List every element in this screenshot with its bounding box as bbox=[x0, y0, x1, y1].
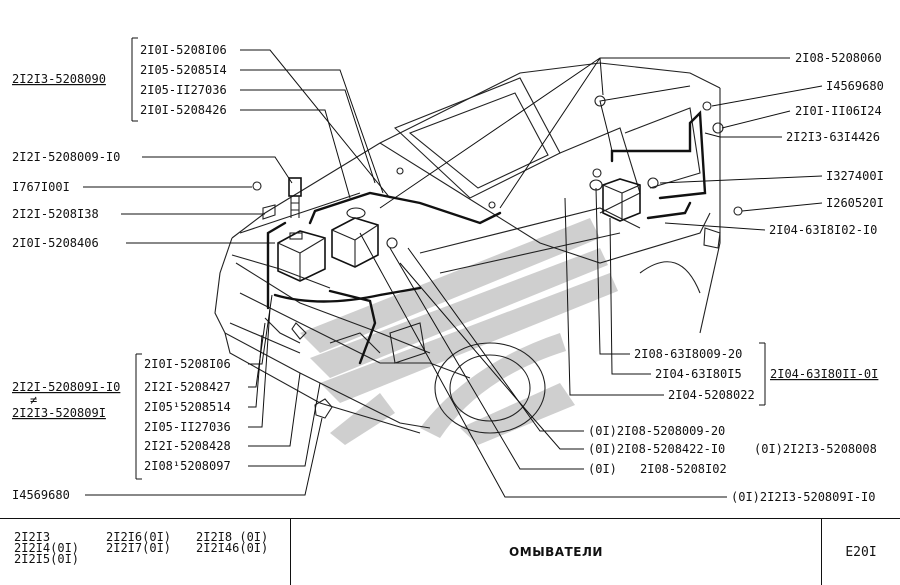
part-label: 2I0I-II06I24 bbox=[795, 104, 882, 118]
part-label: 2I0I-5208406 bbox=[12, 236, 99, 250]
part-label: 2I04-5208022 bbox=[668, 388, 755, 402]
small-parts bbox=[252, 95, 743, 419]
part-label: 2I2I-5208427 bbox=[144, 380, 231, 394]
assembly-ref-label: (0I)2I2I3-5208008 bbox=[754, 442, 877, 456]
leader-lines bbox=[83, 37, 823, 498]
right-labels: 2I08-5208060 I4569680 2I0I-II06I24 2I2I3… bbox=[588, 51, 884, 504]
left-labels: 2I0I-5208I06 2I05-52085I4 2I05-II27036 2… bbox=[12, 43, 231, 502]
part-label: 2I0I-5208I06 bbox=[144, 357, 231, 371]
title-block: 2I2I3 2I2I4(0I) 2I2I5(0I) 2I2I6(0I) 2I2I… bbox=[0, 518, 900, 585]
part-label: I767I00I bbox=[12, 180, 70, 194]
part-label: 2I05-52085I4 bbox=[140, 63, 227, 77]
model-code: 2I2I8 (0I) bbox=[196, 530, 269, 544]
part-label: I4569680 bbox=[826, 79, 884, 93]
assembly-ref-label: 2I2I3-5208090 bbox=[12, 72, 106, 86]
model-code: 2I2I7(0I) bbox=[106, 541, 172, 555]
part-label: 2I04-63I80I5 bbox=[655, 367, 742, 381]
page-code-cell: E20I bbox=[822, 519, 900, 585]
part-label: I260520I bbox=[826, 196, 884, 210]
model-code: 2I2I4(0I) bbox=[14, 541, 80, 555]
part-label-prefix: (0I) bbox=[588, 462, 617, 476]
part-label: 2I08-5208060 bbox=[795, 51, 882, 65]
washer-reservoir-rear bbox=[331, 207, 379, 268]
part-label: 2I2I-5208009-I0 bbox=[12, 150, 120, 164]
part-label: 2I05¹5208514 bbox=[144, 400, 231, 414]
part-label: (0I)2I08-5208422-I0 bbox=[588, 442, 725, 456]
part-label: I4569680 bbox=[12, 488, 70, 502]
part-label: (0I)2I2I3-520809I-I0 bbox=[731, 490, 876, 504]
applicable-models: 2I2I3 2I2I4(0I) 2I2I5(0I) 2I2I6(0I) 2I2I… bbox=[0, 519, 291, 585]
part-label: 2I05-II27036 bbox=[140, 83, 227, 97]
model-code: 2I2I6(0I) bbox=[106, 530, 172, 544]
washer-reservoir-front bbox=[277, 230, 326, 282]
assembly-ref-label: 2I2I-520809I-I0 bbox=[12, 380, 120, 394]
part-label: 2I05-II27036 bbox=[144, 420, 231, 434]
part-label: 2I2I-5208428 bbox=[144, 439, 231, 453]
part-label: 2I08¹5208097 bbox=[144, 459, 231, 473]
part-label: (0I)2I08-5208009-20 bbox=[588, 424, 725, 438]
part-label: 2I0I-5208426 bbox=[140, 103, 227, 117]
diagram-title-cell: ОМЫВАТЕЛИ bbox=[291, 519, 822, 585]
part-label: I327400I bbox=[826, 169, 884, 183]
model-code: 2I2I46(0I) bbox=[196, 541, 269, 555]
part-label: 2I04-63I8I02-I0 bbox=[769, 223, 877, 237]
rear-washer-reservoir bbox=[589, 178, 641, 222]
part-label: 2I08-63I8009-20 bbox=[634, 347, 742, 361]
ref-separator: ≠ bbox=[30, 393, 37, 407]
part-label: 2I08-5208I02 bbox=[640, 462, 727, 476]
part-label: 2I2I-5208I38 bbox=[12, 207, 99, 221]
assembly-ref-label: 2I04-63I80II-0I bbox=[770, 367, 878, 381]
model-code: 2I2I3 bbox=[14, 530, 51, 544]
model-code: 2I2I5(0I) bbox=[14, 552, 80, 566]
diagram-title: ОМЫВАТЕЛИ bbox=[509, 545, 603, 559]
part-label: 2I2I3-63I4426 bbox=[786, 130, 880, 144]
car-body-outline bbox=[214, 62, 721, 434]
assembly-ref-label: 2I2I3-520809I bbox=[12, 406, 106, 420]
part-label: 2I0I-5208I06 bbox=[140, 43, 227, 57]
page-code: E20I bbox=[845, 544, 877, 560]
